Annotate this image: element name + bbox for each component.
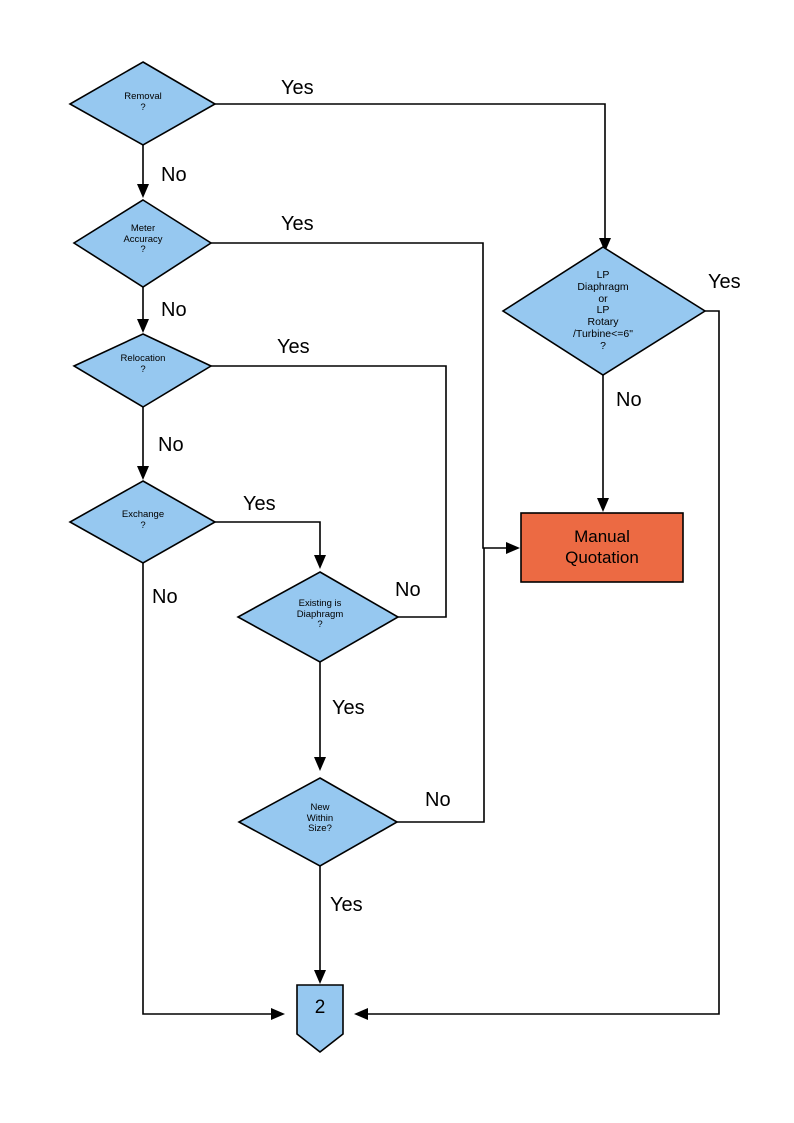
edge-relocation-no: [137, 407, 149, 480]
node-manual-quotation[interactable]: [520, 512, 684, 583]
node-existing-is-diaphragm[interactable]: [236, 571, 400, 663]
node-lp-diaphragm-or-rotary[interactable]: [501, 246, 707, 376]
edge-meter-accuracy-yes: [211, 242, 520, 554]
edge-lp-no: [597, 375, 609, 512]
edge-relocation-yes: [211, 365, 447, 548]
node-relocation[interactable]: [72, 333, 213, 408]
edge-existing-diaphragm-yes: [314, 662, 326, 771]
edge-new-within-size-no: [397, 548, 485, 823]
edge-removal-yes: [215, 103, 611, 252]
node-meter-accuracy[interactable]: [72, 199, 213, 288]
node-connector-2[interactable]: [296, 984, 344, 1054]
edge-exchange-yes: [215, 521, 326, 569]
edge-new-within-size-yes: [314, 866, 326, 984]
edge-meter-accuracy-no: [137, 287, 149, 333]
edge-lp-yes: [354, 310, 720, 1020]
node-new-within-size[interactable]: [237, 777, 399, 867]
edge-existing-diaphragm-no: [398, 548, 447, 618]
node-exchange[interactable]: [68, 480, 217, 564]
edge-exchange-no: [142, 563, 285, 1020]
node-removal[interactable]: [68, 61, 217, 146]
edge-removal-no: [137, 145, 149, 198]
